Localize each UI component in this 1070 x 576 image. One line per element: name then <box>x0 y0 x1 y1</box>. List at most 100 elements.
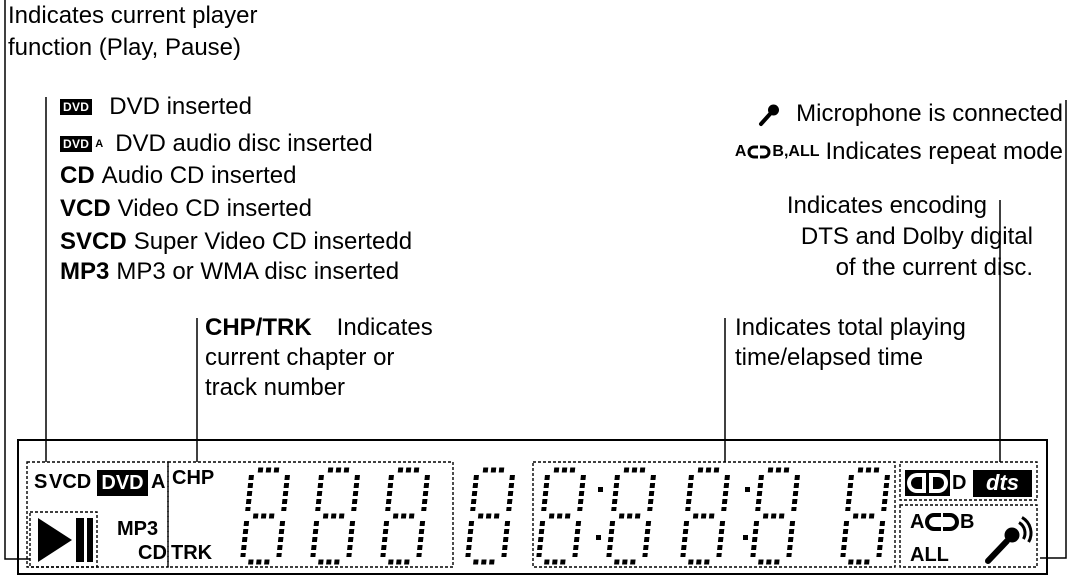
audio-format-area <box>899 461 1038 501</box>
indicator-repeat-all: ALL <box>910 544 949 566</box>
indicator-repeat-a: A <box>910 511 925 533</box>
digit-segment <box>755 475 764 511</box>
digit-segment <box>716 521 726 557</box>
annotation-line: Indicates encoding <box>786 192 987 219</box>
dvd-badge: DVD <box>60 99 93 115</box>
digit-segment <box>541 475 550 511</box>
disc-type-mp3: MP3 MP3 or WMA disc inserted <box>60 256 399 288</box>
annotation-chapter-track: CHP/TRK Indicates current chapter or trac… <box>205 313 433 403</box>
indicator-a: A <box>151 471 166 493</box>
dolby-double-d-icon <box>905 470 950 496</box>
segment-digit <box>750 467 800 565</box>
digit-segment <box>501 521 511 557</box>
annotation-repeat: A B,ALL Indicates repeat mode <box>735 136 1063 168</box>
disc-type-description: Super Video CD insertedd <box>133 228 413 255</box>
disc-type-description: DVD inserted <box>109 93 252 120</box>
disc-type-dvd-audio: DVD A DVD audio disc inserted <box>60 128 373 160</box>
annotation-encoding: Indicates encoding DTS and Dolby digital… <box>787 190 1033 283</box>
repeat-badge-a: A <box>734 143 747 160</box>
disc-type-svcd: SVCD Super Video CD insertedd <box>60 226 412 258</box>
indicator-dolby-digital-d: D <box>952 472 967 494</box>
annotation-text: Microphone is connected <box>796 100 1063 127</box>
chapter-track-label: CHP/TRK <box>205 314 312 341</box>
digit-segment <box>876 521 886 557</box>
digit-segment <box>572 521 582 557</box>
repeat-badge-b: B,ALL <box>772 143 820 160</box>
indicator-cd: CD <box>138 542 167 564</box>
disc-type-label: VCD <box>60 195 111 222</box>
time-separator <box>745 487 750 492</box>
digit-segment <box>315 475 324 511</box>
disc-type-description: MP3 or WMA disc inserted <box>116 258 400 285</box>
digit-segment <box>421 475 430 511</box>
digit-segment <box>536 521 546 557</box>
segment-digits <box>240 467 890 565</box>
repeat-loop-icon <box>925 513 959 531</box>
digit-segment <box>786 521 796 557</box>
annotation-line: CHP/TRK Indicates <box>205 313 433 343</box>
indicator-chp: CHP <box>172 467 215 489</box>
segment-digit <box>606 467 656 565</box>
digit-segment <box>577 475 586 511</box>
digit-segment <box>721 475 730 511</box>
digit-segment <box>791 475 800 511</box>
digit-segment <box>240 521 250 557</box>
segment-digit <box>536 467 586 565</box>
annotation-line: DTS and Dolby digital <box>800 223 1033 250</box>
time-separator <box>596 535 601 540</box>
segment-digit <box>310 467 360 565</box>
digit-segment <box>845 475 854 511</box>
indicator-mp3: MP3 <box>117 518 159 540</box>
repeat-badge: A B,ALL <box>735 136 820 168</box>
callout-line-microphone <box>1040 100 1067 559</box>
callout-line-player-function <box>4 0 30 560</box>
annotation-line: of the current disc. <box>835 254 1033 281</box>
digit-segment <box>881 475 890 511</box>
digit-segment <box>506 475 515 511</box>
disc-type-label: SVCD <box>60 228 127 255</box>
dvd-badge: DVD <box>60 136 93 152</box>
annotation-line: track number <box>205 374 346 401</box>
segment-digit <box>465 467 515 565</box>
annotation-text: Indicates repeat mode <box>825 138 1063 165</box>
digit-segment <box>281 475 290 511</box>
digit-segment <box>351 475 360 511</box>
digit-segment <box>611 475 620 511</box>
repeat-mic-area <box>899 504 1038 568</box>
disc-type-vcd: VCD Video CD inserted <box>60 193 312 225</box>
disc-type-description: Video CD inserted <box>117 195 313 222</box>
microphone-icon <box>985 516 1033 564</box>
microphone-icon <box>759 104 780 126</box>
segment-digit <box>840 467 890 565</box>
indicator-dts: dts <box>973 470 1032 497</box>
digit-segment <box>680 521 690 557</box>
digit-segment <box>647 475 656 511</box>
digit-segment <box>685 475 694 511</box>
digit-segment <box>245 475 254 511</box>
play-pause-icon <box>38 518 93 562</box>
digit-segment <box>276 521 286 557</box>
time-separator <box>598 487 603 492</box>
digit-segment <box>346 521 356 557</box>
annotation-line: current chapter or <box>205 344 395 371</box>
annotation-line: Indicates current player <box>8 2 258 29</box>
digit-segment <box>606 521 616 557</box>
repeat-loop-icon <box>747 145 771 159</box>
annotation-line: function (Play, Pause) <box>8 34 242 61</box>
annotation-total-time: Indicates total playing time/elapsed tim… <box>735 313 966 373</box>
segment-digit <box>680 467 730 565</box>
indicator-dvd: DVD <box>97 470 148 496</box>
front-panel-display <box>17 439 1048 575</box>
disc-type-cd: CD Audio CD inserted <box>60 160 296 192</box>
disc-type-description: Audio CD inserted <box>101 162 297 189</box>
digit-segment <box>385 475 394 511</box>
annotation-line: time/elapsed time <box>735 344 924 371</box>
disc-type-label: MP3 <box>60 258 110 285</box>
digit-segment <box>470 475 479 511</box>
indicator-trk: TRK <box>171 542 213 564</box>
time-area <box>532 461 896 568</box>
digit-segment <box>380 521 390 557</box>
annotation-text: Indicates <box>336 314 433 341</box>
